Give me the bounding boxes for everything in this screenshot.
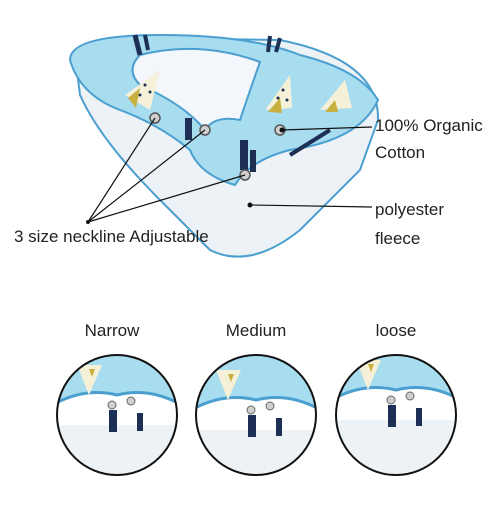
size-label-medium: Medium xyxy=(225,321,287,340)
size-narrow-circle xyxy=(56,354,178,476)
size-label-narrow: Narrow xyxy=(84,321,140,340)
material-label-line1: 100% Organic xyxy=(375,116,483,135)
neckline-label: 3 size neckline Adjustable xyxy=(14,227,209,246)
backing-label-line2: fleece xyxy=(375,229,421,248)
callout-lines xyxy=(87,117,373,223)
material-label-line2: Cotton xyxy=(375,143,426,162)
size-loose-circle xyxy=(335,354,457,476)
size-label-loose: loose xyxy=(375,321,417,340)
size-medium-circle xyxy=(195,354,317,476)
backing-label-line1: polyester xyxy=(375,200,444,219)
